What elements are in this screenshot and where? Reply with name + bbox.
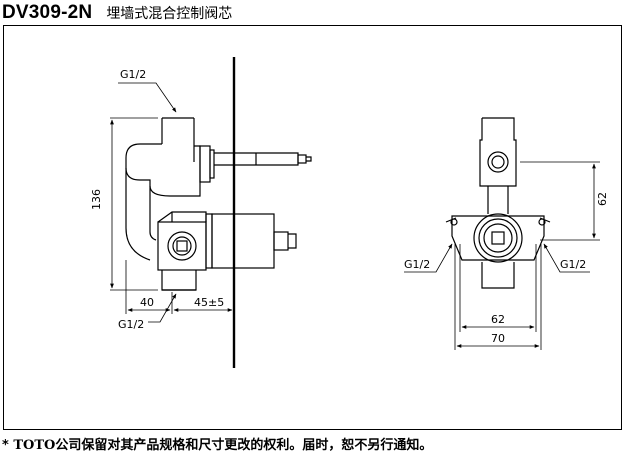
outlet-port bbox=[167, 231, 197, 261]
brand-name: TOTO bbox=[13, 438, 56, 453]
label-height: 136 bbox=[90, 189, 103, 210]
label-top-thread: G1/2 bbox=[120, 68, 146, 81]
model-number: DV309-2N bbox=[2, 2, 93, 23]
leader-left-thread bbox=[404, 243, 453, 273]
upper-body bbox=[125, 143, 201, 197]
front-body bbox=[451, 215, 545, 261]
upper-collar bbox=[209, 149, 215, 179]
upper-flange bbox=[199, 145, 211, 183]
leader-bottom-thread bbox=[148, 293, 177, 323]
valve-housing bbox=[211, 213, 275, 269]
label-outer-width: 70 bbox=[491, 332, 505, 345]
label-left-thread: G1/2 bbox=[404, 258, 430, 271]
lower-body bbox=[157, 221, 207, 271]
lower-flange bbox=[205, 213, 213, 269]
top-inlet-pipe bbox=[161, 117, 195, 162]
front-top-inlet bbox=[479, 117, 517, 187]
label-inner-width: 62 bbox=[491, 313, 505, 326]
label-bottom-thread: G1/2 bbox=[118, 318, 144, 331]
header: DV309-2N 埋墙式混合控制阀芯 bbox=[2, 2, 232, 26]
footer-notice: * TOTO公司保留对其产品规格和尺寸更改的权利。届时，恕不另行通知。 bbox=[2, 434, 432, 453]
cartridge-outer bbox=[473, 213, 523, 263]
front-view bbox=[445, 117, 551, 289]
side-view bbox=[125, 57, 312, 368]
elbow-pipe bbox=[125, 168, 157, 261]
bottom-outlet bbox=[161, 270, 197, 291]
product-title: 埋墙式混合控制阀芯 bbox=[106, 6, 233, 22]
front-bottom-outlet bbox=[481, 262, 515, 289]
drawing-frame bbox=[3, 25, 622, 430]
cartridge-cap bbox=[273, 231, 289, 251]
label-width-right: 45±5 bbox=[194, 296, 224, 309]
label-right-thread: G1/2 bbox=[560, 258, 586, 271]
front-dimensions bbox=[404, 161, 600, 350]
leader-top-thread bbox=[118, 82, 177, 113]
footer-asterisk: * bbox=[2, 438, 9, 453]
label-vertical: 62 bbox=[596, 192, 609, 206]
label-width-left: 40 bbox=[140, 296, 154, 309]
leader-right-thread bbox=[543, 243, 590, 273]
spindle-end bbox=[297, 154, 307, 164]
footer-text: 公司保留对其产品规格和尺寸更改的权利。届时，恕不另行通知。 bbox=[55, 438, 433, 453]
side-dimensions bbox=[110, 82, 235, 323]
